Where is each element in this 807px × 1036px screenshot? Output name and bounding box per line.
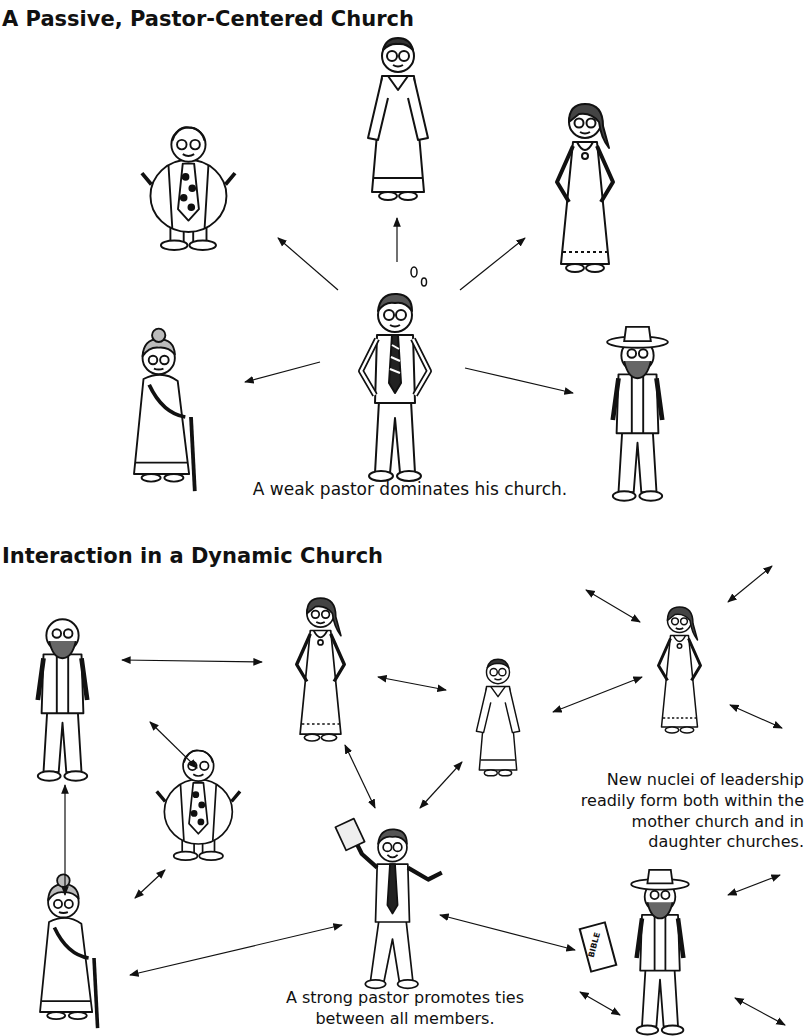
member-figure [134, 329, 195, 491]
member-figure [631, 870, 689, 1035]
caption-text: A strong pastor promotes ties between al… [255, 988, 555, 1030]
member-figure [607, 327, 668, 501]
member-figure [659, 607, 701, 733]
note-text: New nuclei of leadership readily form bo… [568, 770, 804, 853]
member-figure [40, 874, 98, 1028]
member-figure [38, 619, 87, 781]
caption-text: A weak pastor dominates his church. [220, 478, 600, 500]
section-heading: Interaction in a Dynamic Church [2, 543, 502, 570]
one-way-arrows [245, 218, 573, 393]
member-figure [142, 127, 235, 250]
member-figure [557, 104, 613, 272]
member-figure [368, 38, 428, 200]
pastor-figure [335, 819, 441, 989]
worry-drops [411, 267, 427, 286]
member-figure [297, 598, 345, 741]
member-figure [476, 659, 519, 776]
member-figure [157, 750, 240, 860]
pastor-figure [361, 294, 429, 481]
section-heading: A Passive, Pastor-Centered Church [2, 6, 502, 33]
